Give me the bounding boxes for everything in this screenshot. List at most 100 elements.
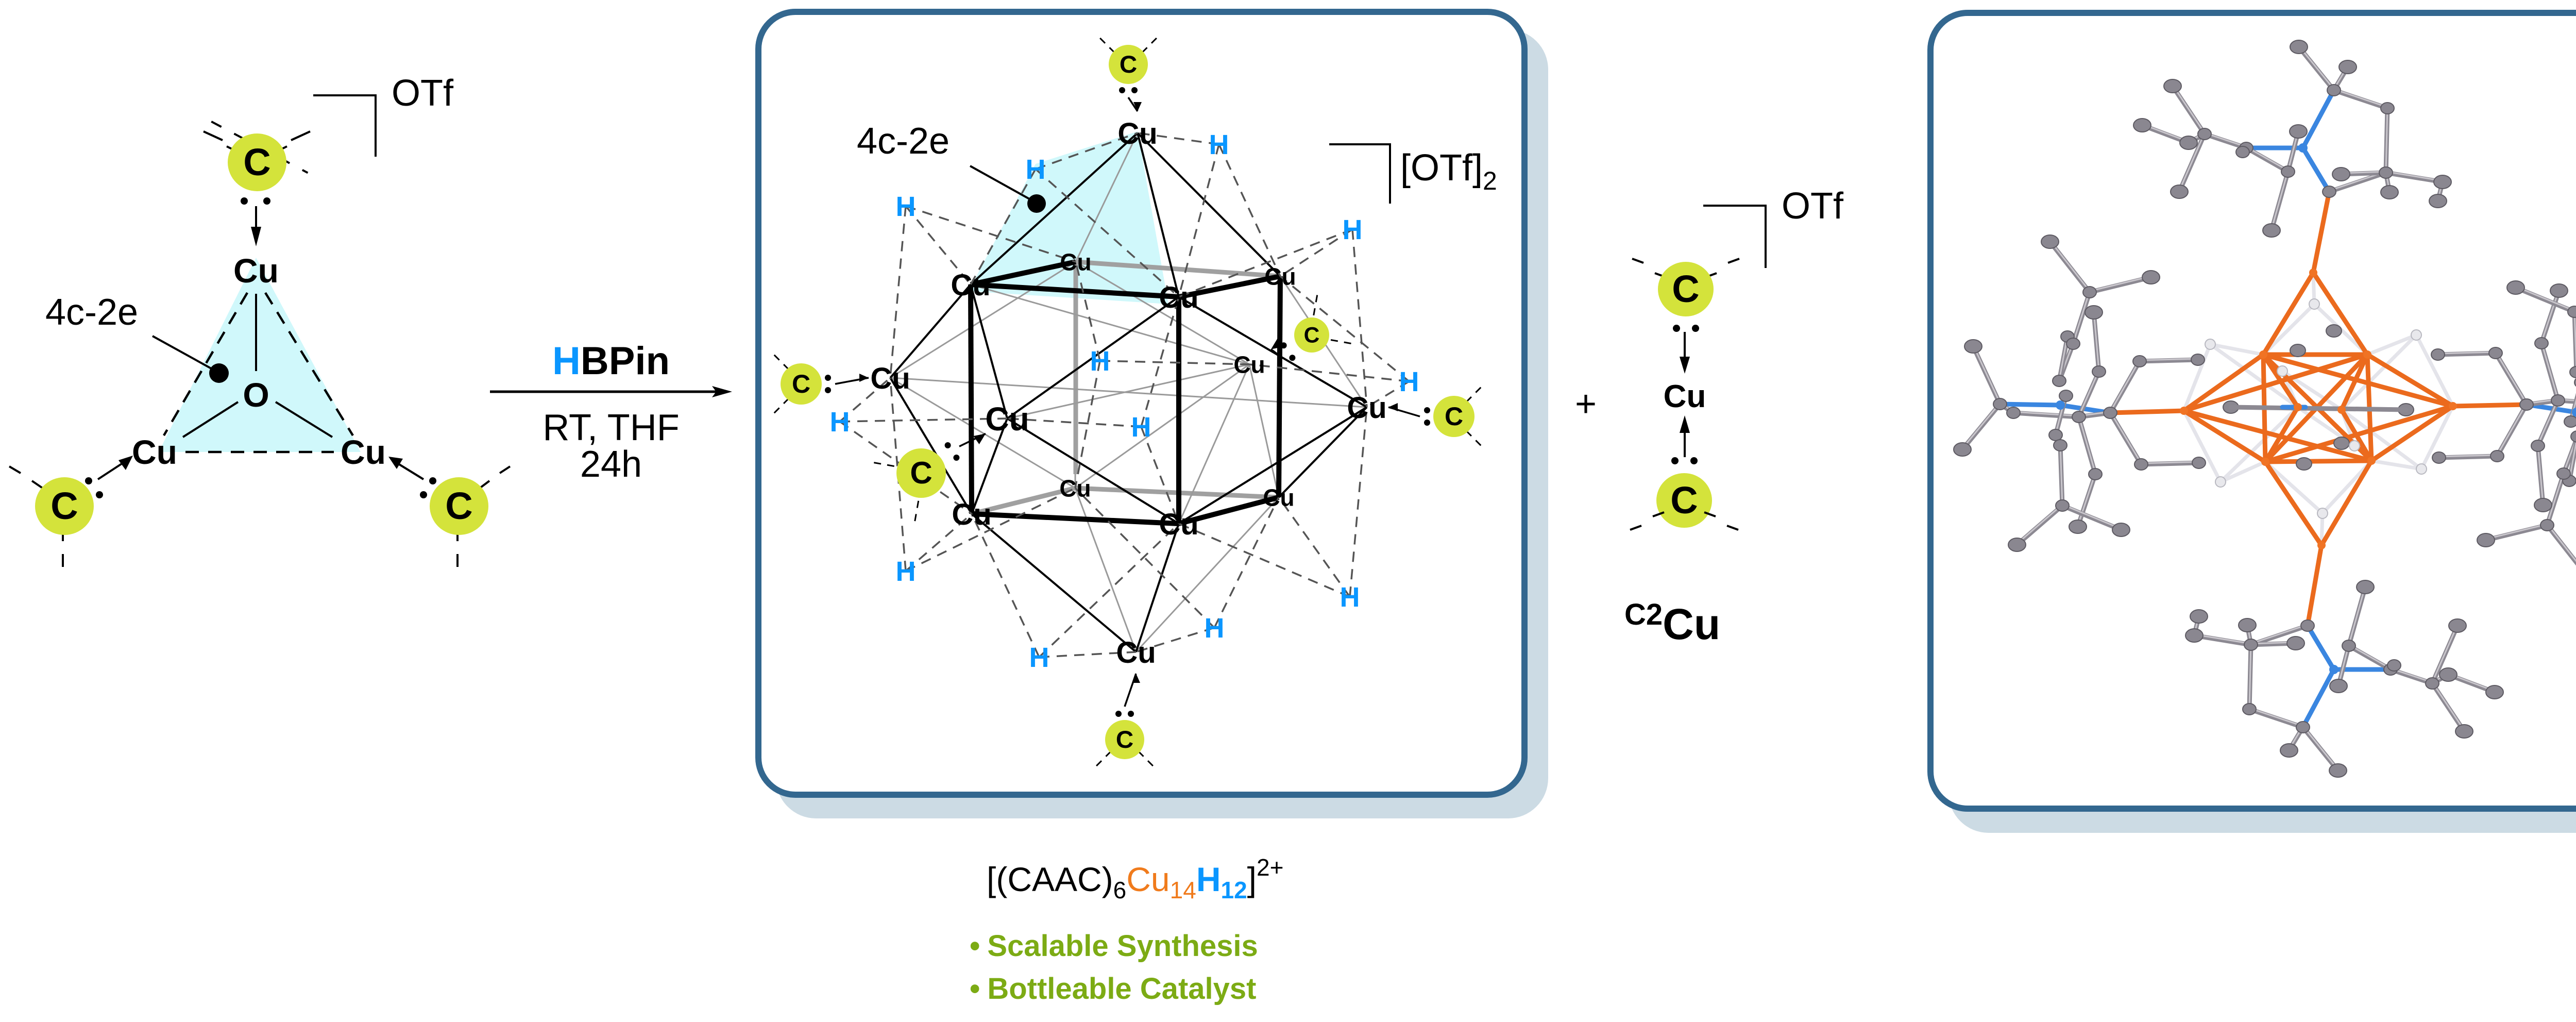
highlight-item: •Scalable Synthesis [970, 929, 1258, 963]
cu-cu-bond [2319, 458, 2374, 548]
byproduct-name: C2Cu [1624, 598, 1720, 648]
carbon-atom [2048, 429, 2063, 441]
carbon-atom [2286, 636, 2305, 650]
carbon-atom [2192, 457, 2206, 469]
carbon-atom [2506, 280, 2525, 295]
cu-cu-bond [970, 132, 1139, 286]
carbon-atom [2540, 519, 2554, 531]
bond-highlight [2515, 286, 2575, 312]
arrow-head [1680, 415, 1690, 433]
substituent-stub [913, 500, 920, 528]
cu-atom-label: Cu [1117, 117, 1157, 150]
c-c-bond [2327, 170, 2388, 194]
cu-h-bond [1366, 380, 1410, 408]
lone-pair-dot [953, 455, 960, 461]
carbon-atom [2379, 166, 2393, 179]
bond-highlight [2431, 681, 2465, 731]
carbon-atom [2550, 283, 2568, 298]
c-c-bond [2247, 707, 2306, 730]
charge-bracket [313, 94, 377, 157]
bond-highlight [2348, 585, 2366, 646]
reaction-arrow-head [712, 386, 732, 397]
arrow-head [1680, 357, 1690, 374]
cu-h-bond [2218, 460, 2267, 484]
carbon-atom [2439, 667, 2458, 682]
counterion-subscript: 2 [1483, 166, 1497, 195]
caac-ligand-left [1953, 234, 2206, 552]
bond-highlight [2078, 370, 2100, 417]
carbon-atom [2488, 347, 2503, 359]
carbon-atom [2322, 186, 2336, 198]
carbene-c-label: C [1304, 323, 1320, 347]
carbene-ligand-right: C [388, 457, 511, 567]
cu-h-bond [1140, 296, 1180, 427]
carbon-atom [2448, 618, 2467, 633]
bond-highlight [2178, 132, 2206, 192]
carbon-atom [1964, 339, 1982, 354]
counterion-label: [OTf] [1400, 147, 1483, 189]
carbon-atom [2289, 124, 2308, 139]
carbon-atom [2238, 618, 2257, 632]
bond-highlight [2557, 398, 2576, 401]
carbene-highlight [1109, 45, 1148, 84]
cu-cu-bond [971, 418, 1008, 514]
cu-cu-bond [970, 283, 1250, 365]
carbene-ligand: C [1270, 289, 1358, 361]
cu-h-bond [1035, 132, 1138, 170]
carbon-atom [2455, 724, 2473, 739]
cu-atom-label: Cu [233, 252, 279, 290]
bond-highlight [2298, 45, 2335, 90]
hydride-label: H [896, 556, 916, 587]
carbene-highlight [1658, 262, 1714, 316]
cu-h-bond [1218, 144, 1281, 277]
carbene-ligand-top: C [203, 121, 311, 246]
formula-metal-subscript: 14 [1170, 877, 1196, 903]
arrow-head [388, 457, 403, 469]
cu-cu-bond-front [971, 511, 1179, 526]
carbon-atom [2490, 450, 2504, 462]
lone-pair-dot [1692, 325, 1699, 332]
carbon-atom [2280, 743, 2298, 758]
cu-cu-bond [1178, 296, 1368, 408]
carbon-atom [1993, 398, 2007, 410]
cu-atom-label: Cu [1159, 508, 1198, 541]
bond-highlight [2495, 351, 2528, 405]
cu-h-bond [1249, 363, 1410, 382]
carbon-atom [2041, 234, 2059, 249]
cu-atom-label: Cu [1263, 484, 1294, 511]
carbon-atom [2564, 415, 2576, 428]
carbene-ligand: C [1095, 673, 1155, 767]
hydride-label: H [896, 191, 916, 222]
plus-sign: + [1575, 383, 1597, 425]
callout-dot [209, 363, 229, 383]
carbon-atom [2088, 468, 2103, 480]
lone-pair-dot [85, 477, 92, 484]
carbene-highlight [1433, 396, 1475, 437]
cu-cu-bond [1135, 523, 1180, 652]
cu-atom-label: Cu [1664, 379, 1706, 414]
c-c-bond [2137, 357, 2200, 364]
hydride-label: H [1029, 642, 1049, 673]
carbon-atom [2170, 185, 2189, 199]
highlight-text: Bottleable Catalyst [987, 972, 1256, 1006]
c-n-bond [2300, 145, 2332, 194]
c-c-bond [2483, 523, 2550, 543]
carbon-atom [2356, 580, 2375, 594]
lone-pair-dot [420, 491, 427, 498]
hydride-atom [2277, 365, 2288, 377]
nitrogen-atom [2572, 408, 2576, 417]
x-ray-structure [1953, 40, 2576, 778]
c-c-bond [2202, 131, 2249, 150]
lone-pair-dot [1131, 87, 1138, 93]
arrow-head [973, 433, 986, 444]
c-c-bond [2244, 145, 2291, 174]
cu-cu-bond [1006, 296, 1180, 420]
cu-c-bond [2311, 189, 2332, 275]
carbon-atom [2092, 365, 2106, 378]
lone-pair-dot [825, 375, 831, 381]
lone-pair-dot [825, 387, 831, 393]
cu-cu-bond [1006, 417, 1180, 525]
copper-atom [2317, 541, 2326, 549]
carbon-atom [2429, 194, 2447, 208]
callout-dot [1027, 194, 1046, 213]
